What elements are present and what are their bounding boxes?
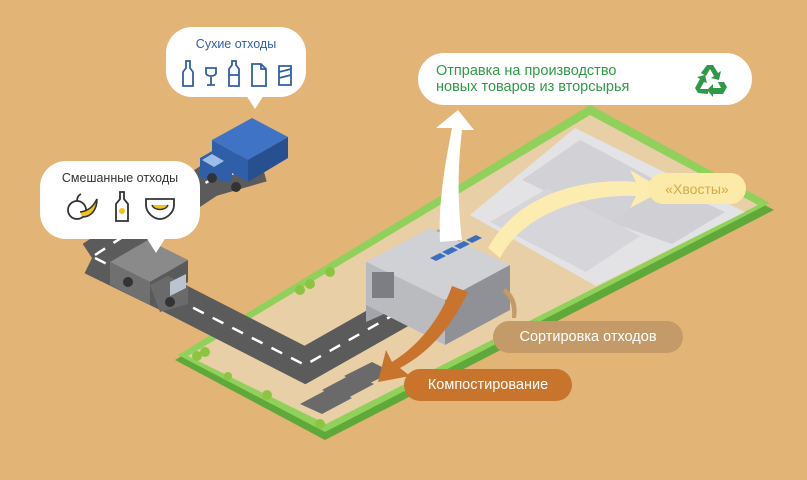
diaper-icon <box>145 198 175 220</box>
arrow-to-composting <box>378 286 468 382</box>
arrow-to-tails <box>488 170 664 258</box>
compost-bed-3 <box>344 362 392 386</box>
send-to-production-line2: новых товаров из вторсырья <box>436 79 630 95</box>
mixed-waste-icons <box>66 191 176 223</box>
paper-document-icon <box>251 63 267 87</box>
dry-waste-truck <box>200 118 288 192</box>
glass-bottle-icon <box>182 60 194 87</box>
road-markings <box>94 256 426 367</box>
apple-banana-icon <box>67 193 98 220</box>
arrow-to-sorting-label <box>503 288 517 318</box>
mixed-waste-title: Смешанные отходы <box>61 171 179 185</box>
facility-front <box>445 265 510 345</box>
dry-waste-title: Сухие отходы <box>195 37 277 51</box>
facility-shutter <box>372 272 394 298</box>
dry-waste-bubble: Сухие отходы <box>166 27 306 109</box>
tin-can-icon <box>278 65 292 86</box>
wine-glass-icon <box>205 67 217 86</box>
send-to-production-callout: Отправка на производство новых товаров и… <box>418 53 752 105</box>
send-to-production-line1: Отправка на производство <box>436 63 617 79</box>
recycle-icon <box>695 65 727 97</box>
solar-panels <box>430 235 482 261</box>
arrow-to-production <box>436 110 474 242</box>
tails-label: «Хвосты» <box>648 173 746 204</box>
mixed-waste-bubble: Смешанные отходы <box>40 161 200 253</box>
send-to-production-text: Отправка на производство новых товаров и… <box>436 63 629 95</box>
sorting-label: Сортировка отходов <box>493 321 683 353</box>
trees <box>192 267 335 429</box>
bottle-icon <box>115 191 129 222</box>
dry-waste-icons <box>181 60 293 88</box>
plastic-bottle-icon <box>228 60 240 87</box>
composting-label: Компостирование <box>404 369 572 401</box>
landfill-cell-1 <box>522 140 665 222</box>
facility-top <box>366 228 510 300</box>
mixed-waste-truck <box>110 240 188 312</box>
